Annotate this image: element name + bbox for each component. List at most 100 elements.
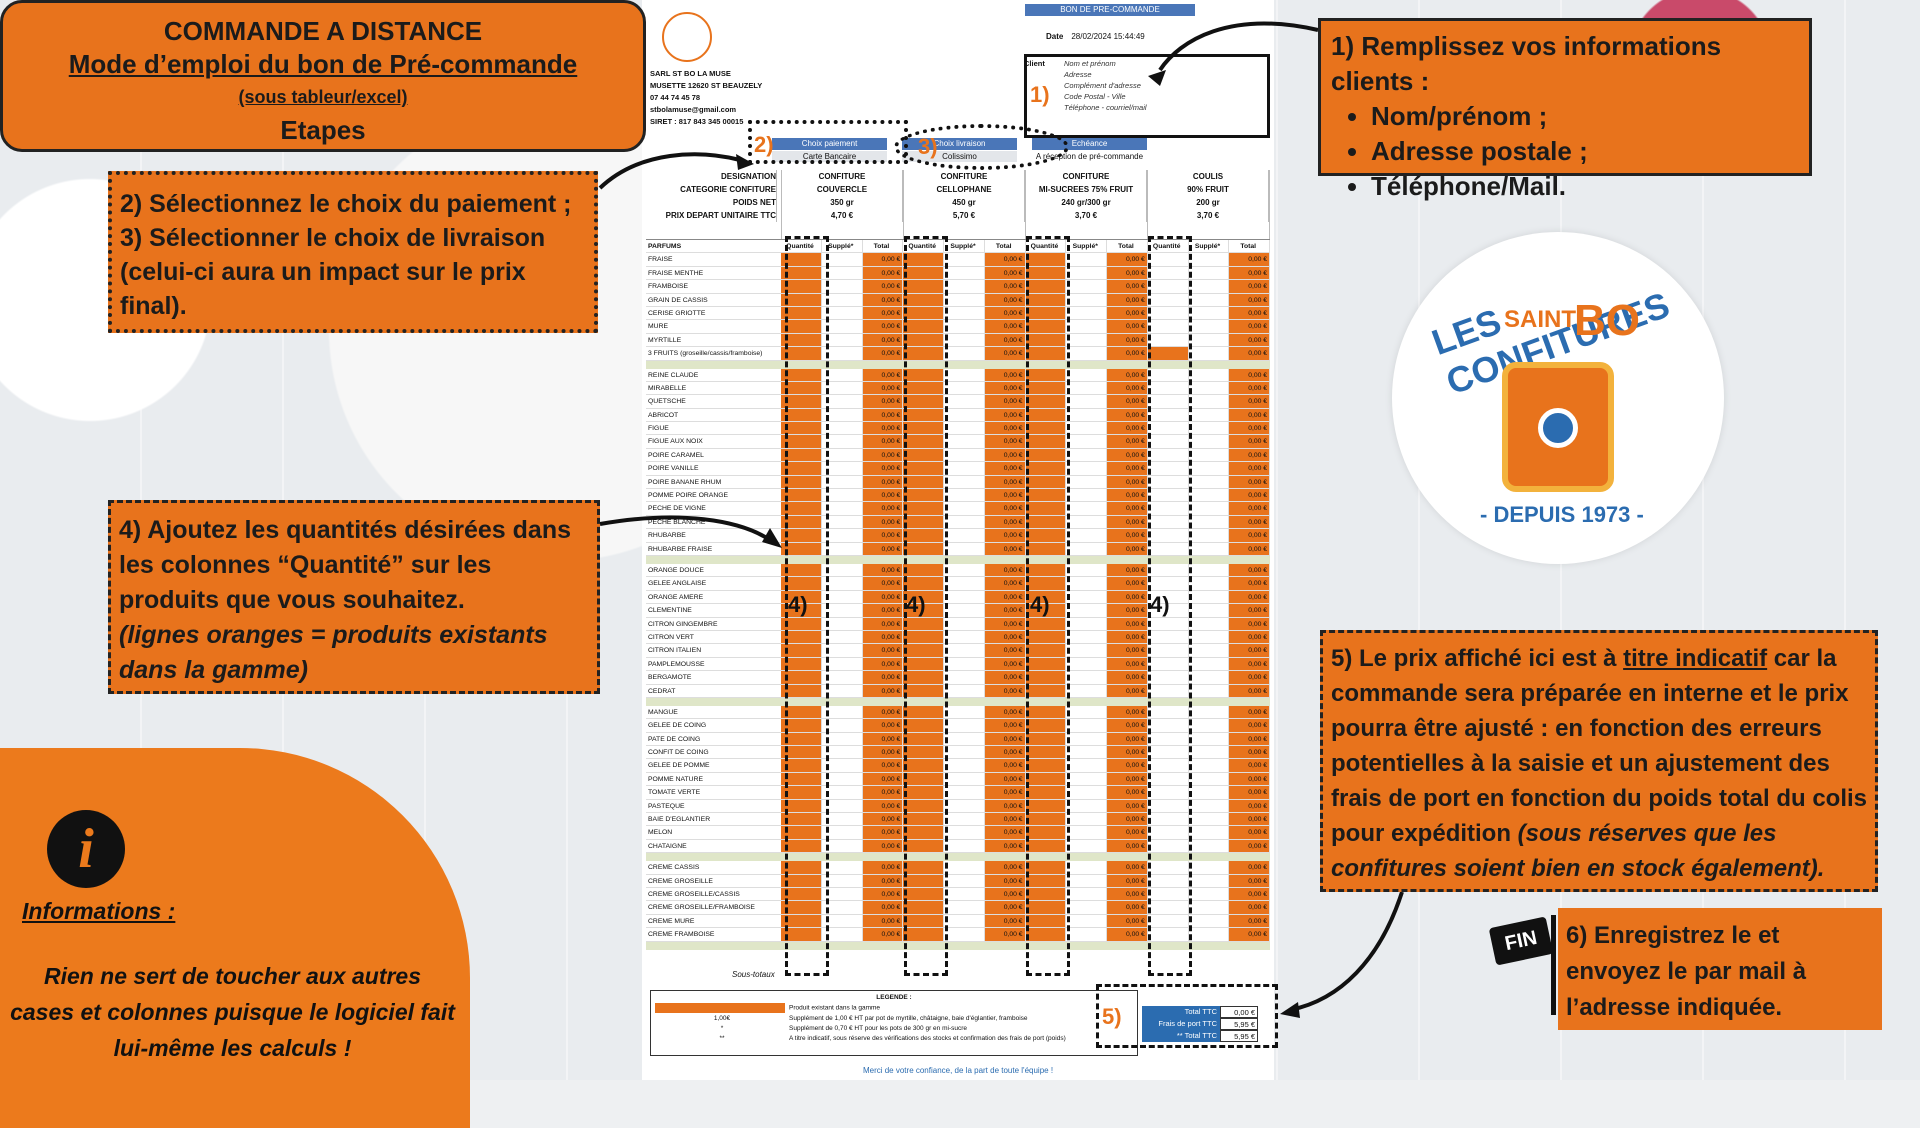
quantity-cell[interactable] (1148, 671, 1189, 684)
quantity-cell[interactable] (1148, 813, 1189, 826)
quantity-cell[interactable] (781, 644, 822, 657)
quantity-cell[interactable] (781, 705, 822, 719)
quantity-cell[interactable] (1148, 422, 1189, 435)
quantity-cell[interactable] (1148, 502, 1189, 515)
quantity-cell[interactable] (903, 746, 945, 759)
quantity-cell[interactable] (903, 542, 945, 555)
quantity-cell[interactable] (1025, 604, 1067, 617)
quantity-cell[interactable] (1025, 772, 1067, 786)
quantity-cell[interactable] (1025, 671, 1067, 684)
quantity-cell[interactable] (903, 489, 945, 502)
quantity-cell[interactable] (1148, 253, 1189, 266)
quantity-cell[interactable] (1148, 826, 1189, 839)
quantity-cell[interactable] (781, 719, 822, 732)
quantity-cell[interactable] (903, 684, 945, 697)
quantity-cell[interactable] (1025, 563, 1067, 577)
quantity-cell[interactable] (1025, 306, 1067, 320)
quantity-cell[interactable] (781, 381, 822, 395)
quantity-cell[interactable] (781, 408, 822, 422)
quantity-cell[interactable] (903, 563, 945, 577)
quantity-cell[interactable] (1148, 515, 1189, 529)
quantity-cell[interactable] (903, 901, 945, 914)
quantity-cell[interactable] (781, 617, 822, 630)
quantity-cell[interactable] (903, 502, 945, 515)
quantity-cell[interactable] (1025, 266, 1067, 280)
quantity-cell[interactable] (1025, 408, 1067, 422)
quantity-cell[interactable] (903, 395, 945, 408)
quantity-cell[interactable] (781, 799, 822, 813)
quantity-cell[interactable] (903, 422, 945, 435)
quantity-cell[interactable] (1148, 786, 1189, 799)
quantity-cell[interactable] (1025, 732, 1067, 746)
quantity-cell[interactable] (1148, 563, 1189, 577)
quantity-cell[interactable] (903, 874, 945, 887)
quantity-cell[interactable] (1025, 489, 1067, 502)
quantity-cell[interactable] (1148, 293, 1189, 306)
quantity-cell[interactable] (1025, 874, 1067, 887)
quantity-cell[interactable] (1148, 644, 1189, 657)
quantity-cell[interactable] (903, 813, 945, 826)
quantity-cell[interactable] (1148, 475, 1189, 489)
quantity-cell[interactable] (781, 928, 822, 941)
quantity-cell[interactable] (781, 448, 822, 462)
payment-select[interactable]: Carte Bancaire (772, 151, 887, 162)
quantity-cell[interactable] (781, 813, 822, 826)
quantity-cell[interactable] (1148, 617, 1189, 630)
quantity-cell[interactable] (903, 448, 945, 462)
quantity-cell[interactable] (903, 671, 945, 684)
quantity-cell[interactable] (781, 435, 822, 448)
quantity-cell[interactable] (1148, 657, 1189, 671)
quantity-cell[interactable] (1025, 630, 1067, 644)
quantity-cell[interactable] (781, 772, 822, 786)
quantity-cell[interactable] (1148, 604, 1189, 617)
quantity-cell[interactable] (1025, 448, 1067, 462)
quantity-cell[interactable] (1025, 542, 1067, 555)
quantity-cell[interactable] (781, 475, 822, 489)
quantity-cell[interactable] (1025, 861, 1067, 874)
quantity-cell[interactable] (781, 395, 822, 408)
quantity-cell[interactable] (1148, 408, 1189, 422)
quantity-cell[interactable] (1148, 839, 1189, 853)
quantity-cell[interactable] (1025, 381, 1067, 395)
quantity-cell[interactable] (903, 475, 945, 489)
quantity-cell[interactable] (781, 759, 822, 772)
quantity-cell[interactable] (1025, 813, 1067, 826)
quantity-cell[interactable] (903, 347, 945, 360)
quantity-cell[interactable] (1148, 333, 1189, 347)
quantity-cell[interactable] (1025, 746, 1067, 759)
quantity-cell[interactable] (1148, 799, 1189, 813)
quantity-cell[interactable] (781, 320, 822, 333)
quantity-cell[interactable] (1025, 644, 1067, 657)
quantity-cell[interactable] (781, 590, 822, 604)
quantity-cell[interactable] (1025, 462, 1067, 475)
quantity-cell[interactable] (903, 887, 945, 901)
quantity-cell[interactable] (1148, 577, 1189, 590)
quantity-cell[interactable] (1025, 475, 1067, 489)
quantity-cell[interactable] (1025, 759, 1067, 772)
quantity-cell[interactable] (1025, 901, 1067, 914)
quantity-cell[interactable] (1025, 502, 1067, 515)
quantity-cell[interactable] (903, 293, 945, 306)
quantity-cell[interactable] (781, 901, 822, 914)
quantity-cell[interactable] (1025, 515, 1067, 529)
quantity-cell[interactable] (781, 786, 822, 799)
quantity-cell[interactable] (903, 408, 945, 422)
quantity-cell[interactable] (903, 266, 945, 280)
quantity-cell[interactable] (1025, 799, 1067, 813)
quantity-cell[interactable] (781, 253, 822, 266)
quantity-cell[interactable] (1148, 529, 1189, 542)
quantity-cell[interactable] (1025, 333, 1067, 347)
quantity-cell[interactable] (1148, 462, 1189, 475)
quantity-cell[interactable] (1148, 887, 1189, 901)
quantity-cell[interactable] (1148, 395, 1189, 408)
quantity-cell[interactable] (781, 542, 822, 555)
quantity-cell[interactable] (781, 333, 822, 347)
quantity-cell[interactable] (1148, 719, 1189, 732)
quantity-cell[interactable] (1148, 684, 1189, 697)
quantity-cell[interactable] (903, 617, 945, 630)
quantity-cell[interactable] (781, 563, 822, 577)
quantity-cell[interactable] (1025, 719, 1067, 732)
quantity-cell[interactable] (903, 306, 945, 320)
quantity-cell[interactable] (903, 826, 945, 839)
quantity-cell[interactable] (781, 293, 822, 306)
